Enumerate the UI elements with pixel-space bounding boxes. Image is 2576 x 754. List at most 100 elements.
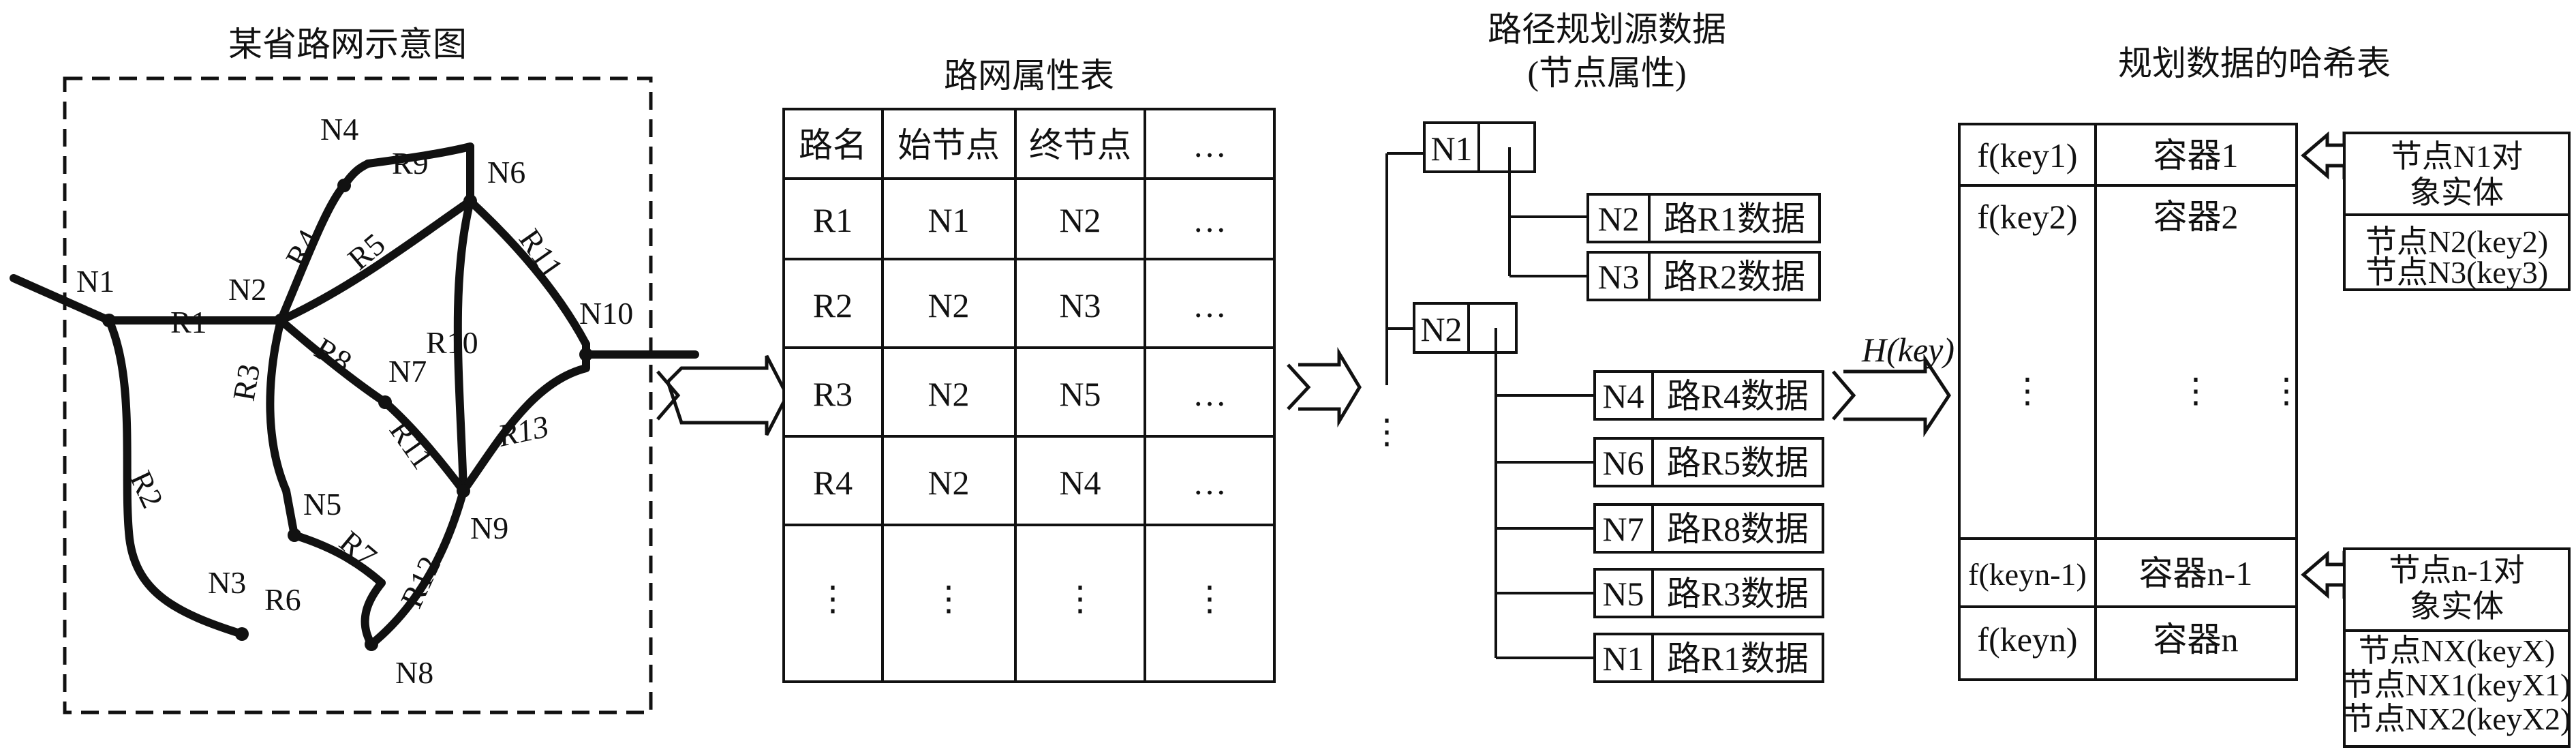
- road-attribute-table: 路名 始节点 终节点 … R1 N1 N2 … R2 N2 N3 … R3 N2…: [782, 108, 1276, 683]
- label-n7: N7: [388, 354, 427, 389]
- source-node-n2: N2: [1420, 310, 1462, 348]
- node-n4-dot: [337, 179, 351, 192]
- road-r4: [277, 160, 372, 325]
- attr-cell-1-2: N3: [1059, 286, 1101, 325]
- entity-n-1-item2: 节点NX2(keyX2): [2343, 702, 2571, 736]
- entity-n-1-title2: 象实体: [2410, 589, 2504, 624]
- label-r13: R13: [494, 408, 551, 453]
- road-r10: [453, 197, 474, 495]
- label-r10: R10: [426, 325, 478, 360]
- entity-n1-title2: 象实体: [2410, 175, 2504, 210]
- attr-cell-4-1: ⋮: [932, 579, 966, 618]
- road-r3: [266, 316, 298, 539]
- road-network-map: N1 N2 N3 N4 N5 N6 N7 N8 N9 N10 R1 R2 R3 …: [10, 76, 699, 714]
- node-n6-dot: [463, 194, 477, 208]
- node-n3-dot: [235, 627, 249, 641]
- node-n2-dot: [274, 314, 288, 327]
- attr-header-0: 路名: [799, 126, 867, 164]
- hash-arrow: H(key): [1832, 331, 1954, 438]
- attr-cell-0-1: N1: [927, 201, 969, 239]
- entity-n1-item1: 节点N3(key3): [2365, 255, 2548, 290]
- node-n7-dot: [378, 395, 392, 409]
- entity-n1-item0: 节点N2(key2): [2365, 224, 2548, 259]
- node-n10-dot: [579, 348, 593, 361]
- label-n8: N8: [395, 655, 433, 690]
- label-r3: R3: [226, 361, 267, 404]
- source-title-line1: 路径规划源数据: [1488, 10, 1726, 48]
- entity-n-1-item1: 节点NX1(keyX1): [2343, 667, 2571, 702]
- attr-cell-2-0: R3: [813, 375, 853, 413]
- entity-box-n-1: 节点n-1对 象实体 节点NX(keyX) 节点NX1(keyX1) 节点NX2…: [2343, 547, 2571, 748]
- attr-cell-4-0: ⋮: [816, 579, 850, 618]
- hash-container-2: ⋮: [2179, 372, 2213, 410]
- road-r12: [367, 487, 467, 648]
- attr-header-3: …: [1193, 126, 1227, 164]
- attr-cell-2-1: N2: [927, 375, 969, 413]
- source-n1-child1-data: 路R2数据: [1663, 258, 1805, 296]
- label-n5: N5: [303, 487, 341, 522]
- hash-key-3: f(keyn-1): [1968, 557, 2087, 592]
- entity-n-1-title1: 节点n-1对: [2389, 553, 2524, 588]
- label-r6: R6: [264, 582, 301, 617]
- road-r13: [459, 340, 590, 495]
- entity-n-1-item0: 节点NX(keyX): [2359, 633, 2556, 668]
- source-title-line2: (节点属性): [1527, 54, 1686, 92]
- attr-cell-3-2: N4: [1059, 464, 1101, 502]
- entity-n1-title1: 节点N1对: [2391, 139, 2523, 174]
- hash-table-title: 规划数据的哈希表: [2118, 44, 2391, 82]
- attr-cell-1-1: N2: [927, 286, 969, 325]
- road-r5: [277, 197, 474, 325]
- source-n2-child1-data: 路R5数据: [1667, 444, 1809, 482]
- source-n2-child0-id: N4: [1602, 377, 1644, 415]
- label-n4: N4: [320, 112, 358, 147]
- label-r5: R5: [341, 226, 392, 277]
- attr-cell-3-1: N2: [927, 464, 969, 502]
- road-r9: [364, 142, 474, 168]
- hash-container-0: 容器1: [2153, 136, 2239, 175]
- source-ellipsis: ⋮: [1370, 412, 1404, 451]
- road-r8: [277, 316, 389, 406]
- network-title: 某省路网示意图: [228, 25, 467, 63]
- attr-table-title: 路网属性表: [944, 57, 1114, 95]
- road-r11-bottom: [381, 398, 467, 495]
- arrow-table-to-source: [1287, 346, 1362, 428]
- source-n1-child0-id: N2: [1597, 200, 1639, 238]
- attr-cell-3-0: R4: [813, 464, 853, 502]
- label-n3: N3: [208, 565, 246, 600]
- arrow-map-to-table: [656, 355, 789, 436]
- attr-header-1: 始节点: [898, 126, 1000, 164]
- label-n9: N9: [470, 511, 508, 545]
- hash-container-3: 容器n-1: [2139, 554, 2253, 592]
- road-r2: [105, 316, 246, 638]
- source-n2-child0-data: 路R4数据: [1667, 377, 1809, 415]
- entity-box-n1: 节点N1对 象实体 节点N2(key2) 节点N3(key3): [2343, 132, 2571, 291]
- attr-cell-0-3: …: [1193, 201, 1227, 239]
- hash-function-label: H(key): [1861, 331, 1954, 369]
- label-r11-bottom: R11: [383, 413, 441, 475]
- source-n1-child0-data: 路R1数据: [1663, 200, 1805, 238]
- attr-cell-0-2: N2: [1059, 201, 1101, 239]
- hash-key-1: f(key2): [1977, 198, 2077, 236]
- attr-header-2: 终节点: [1029, 126, 1131, 164]
- road-r7: [290, 531, 386, 587]
- entity-ellipsis: ⋮: [2269, 372, 2303, 410]
- source-data-tree: ⋮ N1 N2 路R1数据 N3 路R2数据 N2 N4 路R4数据 N6 路: [1370, 121, 1824, 683]
- hash-key-2: ⋮: [2010, 372, 2044, 410]
- attr-cell-4-3: ⋮: [1193, 579, 1227, 618]
- attr-cell-3-3: …: [1193, 464, 1227, 502]
- label-r9: R9: [392, 146, 429, 181]
- source-n2-child4-data: 路R1数据: [1667, 639, 1809, 678]
- attr-cell-1-3: …: [1193, 286, 1227, 325]
- label-r1: R1: [170, 305, 207, 340]
- road-r6: [361, 579, 386, 648]
- hash-table: f(key1) 容器1 f(key2) 容器2 ⋮ ⋮ f(keyn-1) 容器…: [1958, 123, 2298, 681]
- road-r1-stub: [10, 274, 113, 325]
- source-n2-child2-id: N7: [1602, 510, 1644, 548]
- attr-cell-1-0: R2: [813, 286, 853, 325]
- label-n1: N1: [76, 264, 114, 299]
- attr-cell-2-2: N5: [1059, 375, 1101, 413]
- attr-cell-2-3: …: [1193, 375, 1227, 413]
- attr-cell-0-0: R1: [813, 201, 853, 239]
- node-n9-dot: [457, 484, 470, 498]
